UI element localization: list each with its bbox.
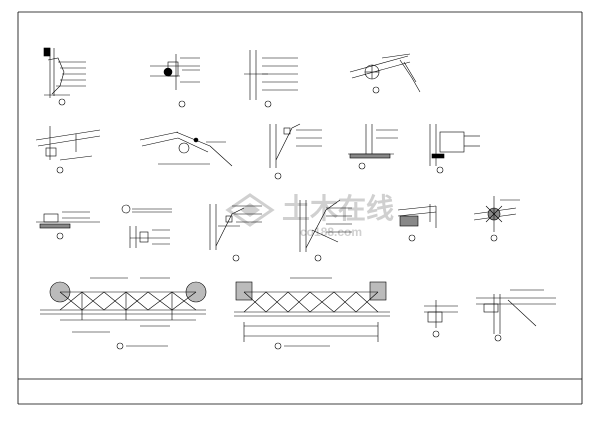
truss-elevation-left — [40, 277, 207, 350]
bracket-connection-detail — [150, 54, 200, 108]
cable-connection-detail — [299, 199, 352, 262]
base-plate-detail — [348, 124, 398, 170]
sheet-border — [17, 11, 583, 405]
facade-node-detail — [43, 47, 86, 106]
watermark-text: 土木在线 — [282, 193, 394, 224]
canopy-edge-detail — [397, 204, 437, 242]
frame-anchor-detail — [269, 123, 322, 180]
mullion-section-detail — [244, 50, 298, 108]
sill-detail — [35, 126, 101, 174]
bottom-joint-detail — [424, 300, 458, 338]
truss-elevation-right — [234, 277, 390, 350]
embedded-plate-detail — [121, 204, 172, 248]
round-column-joint-detail — [349, 53, 421, 94]
bottom-connection-detail — [476, 289, 556, 342]
parapet-detail — [36, 211, 100, 240]
truss-section-detail — [209, 204, 262, 262]
inclined-glazing-detail — [139, 131, 233, 167]
spider-joint-detail — [473, 196, 520, 242]
corner-mullion-detail — [429, 124, 480, 174]
watermark: 土木在线 co188.com — [225, 193, 394, 239]
